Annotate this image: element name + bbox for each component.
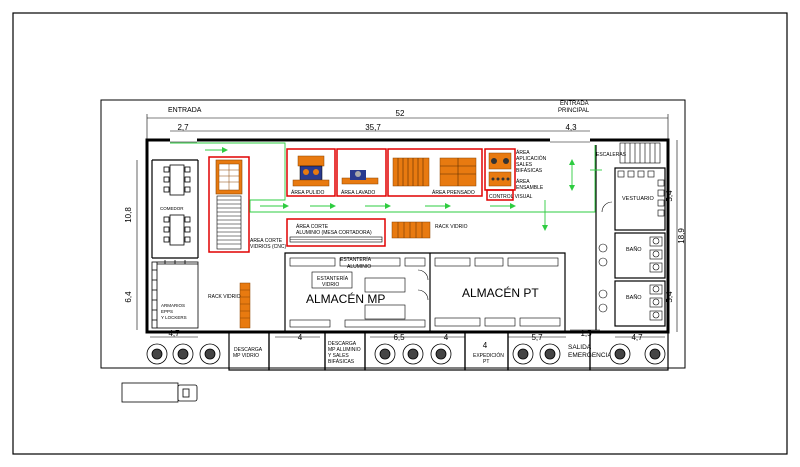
area-corte-vidrios-label-2: VIDRIOS (CNC) bbox=[250, 244, 286, 250]
aplicacion-machine bbox=[488, 152, 512, 187]
area-ensamble-label-1: ÁREA bbox=[516, 178, 530, 185]
salida-label-2: EMERGENCIA bbox=[568, 352, 612, 359]
almacen-pt-label: ALMACÉN PT bbox=[462, 285, 539, 300]
area-prensado-label: ÁREA PRENSADO bbox=[432, 189, 475, 196]
dimension-total bbox=[146, 114, 669, 140]
dim-5-4-b: 5,4 bbox=[665, 291, 674, 303]
lockers bbox=[151, 260, 199, 329]
rack-vidrio-mid-label: RACK VIDRIO bbox=[435, 224, 468, 230]
estanteria-vidrio-label-2: VIDRIO bbox=[322, 282, 339, 288]
area-pulido bbox=[286, 148, 336, 197]
descarga-aluminio-label-3: Y SALES bbox=[328, 353, 349, 359]
salida-label-1: SALIDA bbox=[568, 344, 592, 351]
area-prensado bbox=[387, 148, 483, 197]
loading-docks bbox=[228, 331, 669, 371]
drawing-frame bbox=[100, 99, 686, 369]
entrada-principal-label-1: ENTRADA bbox=[560, 101, 589, 107]
rack-vidrio-mid bbox=[391, 221, 431, 239]
dim-5-4-a: 5,4 bbox=[665, 190, 674, 202]
bano-fixtures bbox=[598, 236, 663, 321]
bano-label-2: BAÑO bbox=[626, 294, 642, 301]
area-corte-aluminio-label-1: ÁREA CORTE bbox=[296, 223, 329, 230]
expedicion-label-2: PT bbox=[483, 359, 489, 365]
estanteria-aluminio-label-1: ESTANTERÍA bbox=[340, 256, 372, 263]
bano-label-1: BAÑO bbox=[626, 246, 642, 253]
area-aplicacion-label-2: APLICACIÓN bbox=[516, 155, 547, 162]
descarga-mp-vidrio-label-2: MP VIDRIO bbox=[233, 353, 259, 359]
flow-arrows bbox=[222, 147, 575, 231]
control-visual-label: CONTROL VISUAL bbox=[489, 194, 533, 200]
estanteria-vidrio-label-1: ESTANTERÍA bbox=[317, 275, 349, 282]
estanteria-aluminio-label-2: ALUMINIO bbox=[347, 264, 371, 270]
area-ensamble-label-2: ENSAMBLE bbox=[516, 185, 544, 191]
comedor-label: COMEDOR bbox=[160, 206, 184, 211]
dim-6-4: 6,4 bbox=[124, 291, 133, 303]
prensado-machines bbox=[392, 157, 477, 187]
comedor-tables bbox=[163, 164, 191, 246]
area-corte-vidrios-label-1: AREA CORTE bbox=[250, 238, 283, 244]
trees bbox=[146, 343, 666, 365]
dim-4-a: 4 bbox=[298, 333, 303, 342]
area-corte-aluminio bbox=[286, 218, 386, 247]
control-visual bbox=[486, 189, 514, 201]
dim-2-7: 2,7 bbox=[177, 123, 189, 132]
dim-4-7-right: 4,7 bbox=[631, 333, 643, 342]
lavado-machine bbox=[341, 170, 379, 185]
armarios-label-3: Y LOCKERS bbox=[161, 315, 187, 320]
entrada-label: ENTRADA bbox=[168, 107, 202, 114]
descarga-aluminio-label-2: MP ALUMINIO bbox=[328, 347, 361, 353]
process-flow bbox=[170, 142, 602, 225]
area-aplicacion-label-1: ÁREA bbox=[516, 149, 530, 156]
dim-6-5: 6,5 bbox=[393, 333, 405, 342]
dim-4-3: 4,3 bbox=[565, 123, 577, 132]
expedicion-label-1: EXPEDICIÓN bbox=[473, 352, 504, 359]
vestuario-label: VESTUARIO bbox=[622, 196, 655, 202]
descarga-mp-vidrio-label-1: DESCARGA bbox=[234, 347, 263, 353]
dim-total-label: 52 bbox=[396, 109, 405, 118]
entrada-principal-label-2: PRINCIPAL bbox=[558, 108, 590, 114]
descarga-aluminio-label-1: DESCARGA bbox=[328, 341, 357, 347]
dim-4-c: 4 bbox=[483, 341, 488, 350]
dim-18-9: 18,9 bbox=[677, 228, 686, 244]
escaleras-label: ESCALERAS bbox=[596, 152, 627, 158]
almacen-walls bbox=[284, 252, 566, 332]
area-pulido-label: ÁREA PULIDO bbox=[291, 189, 324, 196]
cnc-machine bbox=[215, 159, 243, 250]
dim-5-7: 5,7 bbox=[531, 333, 543, 342]
sheet-border bbox=[12, 12, 788, 455]
dim-10-8: 10,8 bbox=[124, 207, 133, 223]
truck bbox=[121, 382, 198, 403]
vestuario-room bbox=[614, 167, 666, 231]
almacen-mp-label: ALMACÉN MP bbox=[306, 291, 385, 306]
rack-vidrio-left-label: RACK VIDRIO bbox=[208, 294, 241, 300]
dim-35-7: 35,7 bbox=[365, 123, 381, 132]
area-lavado-label: ÁREA LAVADO bbox=[341, 189, 375, 196]
area-corte-aluminio-label-2: ALUMINIO (MESA CORTADORA) bbox=[296, 230, 372, 236]
banos bbox=[614, 232, 666, 327]
almacen-shelving bbox=[289, 257, 561, 328]
descarga-aluminio-label-4: BIFÁSICAS bbox=[328, 358, 355, 365]
armarios-label-2: EPPS bbox=[161, 309, 173, 314]
dim-4-b: 4 bbox=[444, 333, 449, 342]
area-lavado bbox=[336, 148, 387, 197]
pulido-machine bbox=[292, 155, 330, 187]
rack-vidrio-left bbox=[239, 282, 251, 329]
dim-4-7-left: 4,7 bbox=[168, 329, 180, 338]
area-corte-vidrios bbox=[208, 156, 250, 253]
area-aplicacion-label-4: BIFÁSICAS bbox=[516, 167, 543, 174]
armarios-label-1: ARMARIOS bbox=[161, 303, 185, 308]
area-aplicacion-label-3: SALES bbox=[516, 162, 533, 168]
dim-1-5: 1,5 bbox=[580, 329, 592, 338]
escaleras bbox=[619, 142, 661, 164]
